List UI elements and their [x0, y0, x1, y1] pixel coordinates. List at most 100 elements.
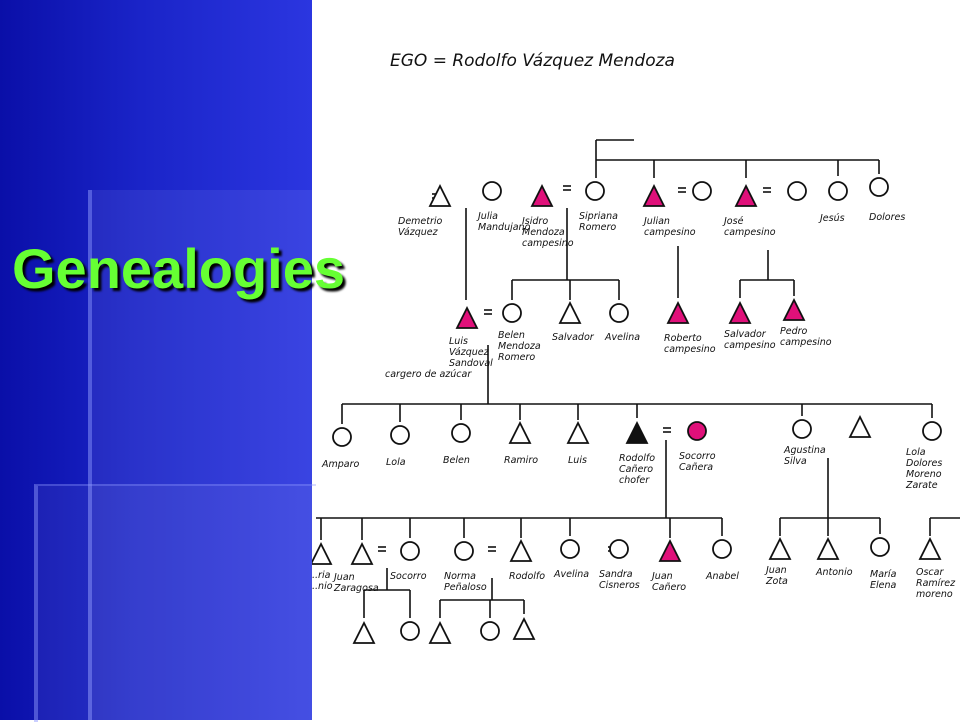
person-label: Salvador: [724, 329, 767, 340]
male-symbol: [566, 420, 590, 444]
person-label: Silva: [784, 456, 807, 467]
male-symbol: [508, 420, 532, 444]
female-symbol: [454, 541, 474, 561]
person-label: Juan: [332, 572, 355, 583]
person-label: Anabel: [705, 571, 739, 582]
female-symbol: [787, 181, 807, 201]
person-label: Peñaloso: [444, 582, 487, 593]
person-agustinaman: [848, 414, 872, 438]
kinship-lines: [316, 139, 960, 618]
marriage-sign: [763, 187, 771, 193]
person-label: Ramírez: [916, 578, 956, 589]
male-symbol: [658, 538, 682, 562]
slide-title: Genealogies: [12, 237, 346, 300]
person-label: Belen: [498, 330, 525, 341]
panel-decoration-lower: [34, 484, 316, 722]
person-label: Lola: [906, 447, 926, 458]
person-label: moreno: [916, 589, 953, 600]
male-symbol: [428, 183, 452, 207]
person-label: Belen: [443, 455, 470, 466]
person-label: Luis: [568, 455, 587, 466]
person-label: Isidro: [522, 216, 548, 227]
person-rodolfo2: Rodolfo: [509, 538, 545, 582]
person-label: Juan: [764, 565, 787, 576]
marriage-sign: [563, 185, 571, 191]
person-label: campesino: [780, 337, 832, 348]
male-symbol: [728, 300, 752, 324]
person-label: Romero: [579, 222, 616, 233]
male-symbol: [768, 536, 792, 560]
person-label: Julia: [476, 211, 498, 222]
male-symbol: [512, 616, 536, 640]
person-socorro2: Socorro: [390, 541, 427, 582]
female-symbol: [400, 541, 420, 561]
male-symbol: [642, 183, 666, 207]
person-ch1: ...ria...nio: [312, 541, 333, 592]
male-symbol: [666, 300, 690, 324]
person-jesus: Jesús: [818, 181, 848, 224]
person-gc4: [480, 621, 500, 641]
person-label: José: [722, 216, 744, 227]
male-symbol: [352, 620, 376, 644]
person-label: Mendoza: [498, 341, 541, 352]
person-label: Rodolfo: [619, 453, 655, 464]
marriage-sign: [378, 546, 386, 552]
male-symbol: [918, 536, 942, 560]
female-symbol: [692, 181, 712, 201]
marriage-sign: [488, 546, 496, 552]
person-label: Juan: [650, 571, 673, 582]
person-label: Romero: [498, 352, 535, 363]
person-label: Zarate: [905, 480, 938, 491]
person-label: chofer: [619, 475, 650, 486]
person-ramiro: Ramiro: [504, 420, 538, 466]
person-label: Luis: [449, 336, 468, 347]
person-amparo: Amparo: [321, 427, 360, 470]
marriage-sign: [663, 427, 671, 433]
person-label: Antonio: [815, 567, 853, 578]
male-symbol: [530, 183, 554, 207]
female-symbol: [609, 539, 629, 559]
person-luis2: Luis: [566, 420, 590, 466]
male-symbol: [734, 183, 758, 207]
male-symbol: [509, 538, 533, 562]
person-label: Demetrio: [398, 216, 443, 227]
person-label: Mandujano: [478, 222, 531, 233]
person-label: Dolores: [906, 458, 942, 469]
female-symbol: [922, 421, 942, 441]
person-josewife: [787, 181, 807, 201]
person-avelina2: Avelina: [553, 539, 589, 580]
person-gc1: [352, 620, 376, 644]
male-symbol: [782, 297, 806, 321]
person-label: Cañera: [679, 462, 713, 473]
person-label: Rodolfo: [509, 571, 545, 582]
female-symbol: [828, 181, 848, 201]
male-symbol: [625, 420, 649, 444]
person-label: Jesús: [818, 213, 845, 224]
marriage-sign: [484, 309, 492, 315]
person-label: Vázquez: [449, 347, 490, 358]
person-label: Socorro: [390, 571, 427, 582]
person-gc2: [400, 621, 420, 641]
person-label: ...ria: [312, 570, 331, 581]
female-symbol: [869, 177, 889, 197]
person-avelina1: Avelina: [604, 303, 640, 343]
female-symbol: [585, 181, 605, 201]
person-belen2: Belen: [443, 423, 471, 466]
male-symbol: [816, 536, 840, 560]
female-symbol: [332, 427, 352, 447]
person-label: Lola: [386, 457, 406, 468]
